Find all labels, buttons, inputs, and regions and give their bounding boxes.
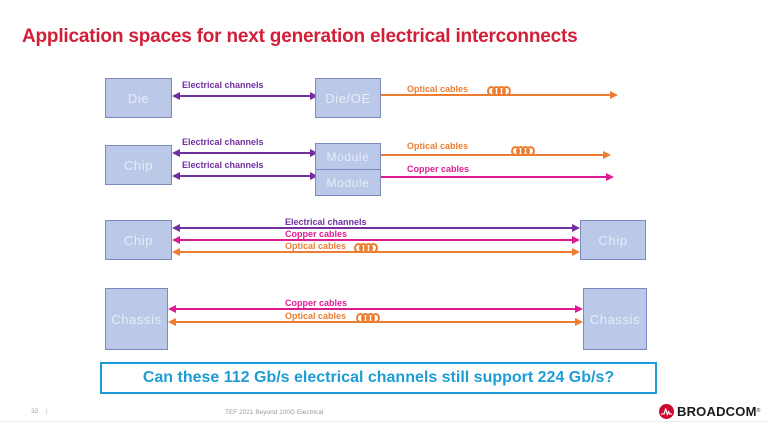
arrowhead-left <box>168 318 176 326</box>
electrical-channels-arrow-die <box>172 92 318 100</box>
electrical-channels-arrow-module-top <box>172 149 318 157</box>
copper-cables-label: Copper cables <box>285 298 348 308</box>
broadcom-pulse-icon <box>659 403 674 419</box>
electrical-channels-arrow-module-bottom <box>172 172 318 180</box>
chip-box-label: Chip <box>123 232 154 248</box>
arrowhead-right <box>606 173 614 181</box>
electrical-channels-label: Electrical channels <box>182 137 264 147</box>
optical-cables-label: Optical cables <box>285 241 347 251</box>
chassis-box-label: Chassis <box>111 311 162 327</box>
fiber-coil-icon <box>487 86 511 96</box>
arrowhead-right <box>575 305 583 313</box>
die-oe-box: Die/OE <box>315 78 381 118</box>
module-box-label: Module <box>326 175 370 190</box>
chassis-box-label: Chassis <box>589 311 641 327</box>
arrowhead-left <box>172 236 180 244</box>
optical-cables-arrow-module <box>381 151 611 159</box>
callout-box: Can these 112 Gb/s electrical channels s… <box>100 362 657 394</box>
copper-cables-arrow-chip-chip <box>172 236 580 244</box>
chip-box-row2: Chip <box>105 145 172 185</box>
chassis-box-left: Chassis <box>105 288 168 350</box>
fiber-coil-icon <box>356 313 380 323</box>
chip-box-row3-right: Chip <box>580 220 646 260</box>
trademark-symbol: ® <box>756 408 761 414</box>
module-box-top: Module <box>315 143 381 170</box>
chip-box-row3-left: Chip <box>105 220 172 260</box>
arrowhead-left <box>172 172 180 180</box>
fiber-coil-icon <box>511 146 535 156</box>
broadcom-logo: BROADCOM® <box>659 403 760 419</box>
arrowhead-left <box>168 305 176 313</box>
electrical-channels-arrow-chip-chip <box>172 224 580 232</box>
copper-cables-arrow-module <box>381 173 614 181</box>
arrowhead-left <box>172 224 180 232</box>
arrowhead-right <box>603 151 611 159</box>
arrowhead-left <box>172 149 180 157</box>
chip-box-label: Chip <box>123 157 154 173</box>
electrical-channels-label: Electrical channels <box>285 217 367 227</box>
optical-cables-label: Optical cables <box>407 84 469 94</box>
callout-text: Can these 112 Gb/s electrical channels s… <box>142 369 615 386</box>
electrical-channels-label: Electrical channels <box>182 80 264 90</box>
optical-cables-label: Optical cables <box>285 311 347 321</box>
deck-title: TEF 2021 Beyond 100G Electrical <box>225 409 324 416</box>
arrowhead-right <box>572 248 580 256</box>
optical-cables-label: Optical cables <box>407 141 469 151</box>
copper-cables-label: Copper cables <box>285 229 348 239</box>
footer-divider-line <box>0 421 768 422</box>
electrical-channels-label: Electrical channels <box>182 160 264 170</box>
fiber-coil-icon <box>354 243 378 253</box>
arrowhead-right <box>572 224 580 232</box>
arrowhead-right <box>310 92 318 100</box>
die-oe-box-label: Die/OE <box>325 90 371 106</box>
die-box-label: Die <box>127 90 150 106</box>
arrowhead-right <box>575 318 583 326</box>
arrowhead-right <box>572 236 580 244</box>
arrowhead-right <box>310 149 318 157</box>
die-box: Die <box>105 78 172 118</box>
copper-cables-label: Copper cables <box>407 164 470 174</box>
page-number: 32 <box>31 408 39 415</box>
brand-name: BROADCOM <box>677 403 757 419</box>
arrowhead-left <box>172 92 180 100</box>
arrowhead-right <box>610 91 618 99</box>
module-box-label: Module <box>326 149 370 164</box>
chassis-box-right: Chassis <box>583 288 647 350</box>
arrowhead-right <box>310 172 318 180</box>
arrowhead-left <box>172 248 180 256</box>
copper-cables-arrow-chassis <box>168 305 583 313</box>
page-title: Application spaces for next generation e… <box>22 26 578 47</box>
chip-box-label: Chip <box>598 232 628 248</box>
module-box-bottom: Module <box>315 169 381 196</box>
page-number-divider: | <box>46 408 48 415</box>
